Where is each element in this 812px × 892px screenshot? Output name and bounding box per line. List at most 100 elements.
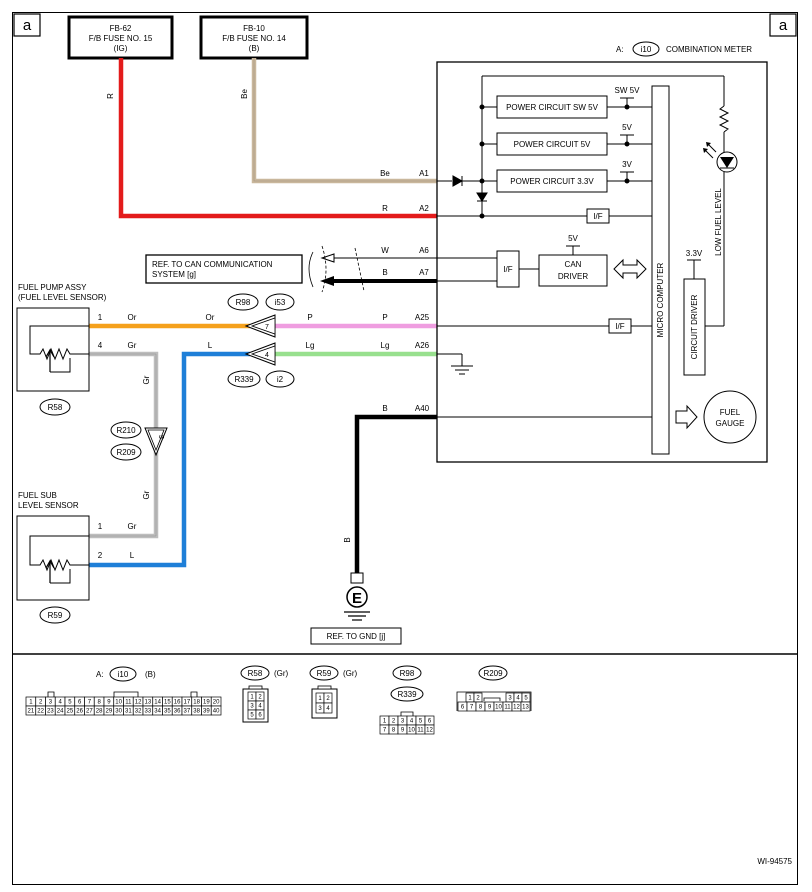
svg-text:FB-62: FB-62 [110, 24, 132, 33]
can-ref-box: REF. TO CAN COMMUNICATION SYSTEM [g] [145, 254, 303, 284]
svg-text:L: L [208, 341, 213, 350]
pin-cell [520, 701, 531, 712]
pin-number: 4 [58, 700, 62, 706]
power-circuit-sw5v: POWER CIRCUIT SW 5V SW 5V [496, 86, 641, 119]
pin-number: 10 [408, 728, 415, 734]
pin-number: 10 [495, 705, 502, 711]
svg-text:Gr: Gr [142, 490, 151, 499]
joint-connector-5: 5 [144, 427, 168, 457]
connector-r339: R339 [227, 370, 261, 388]
pin-number: 4 [326, 706, 330, 712]
svg-text:REF. TO GND [j]: REF. TO GND [j] [327, 632, 386, 641]
svg-text:POWER CIRCUIT 5V: POWER CIRCUIT 5V [514, 140, 591, 149]
pin-number: 3 [401, 719, 405, 725]
svg-text:3.3V: 3.3V [686, 249, 703, 258]
svg-text:B: B [343, 537, 352, 542]
pin-number: 5 [419, 719, 423, 725]
svg-text:DRIVER: DRIVER [558, 272, 588, 281]
svg-text:R210: R210 [116, 426, 136, 435]
pin-number: 1 [383, 719, 387, 725]
svg-text:i53: i53 [275, 298, 286, 307]
svg-text:(FUEL LEVEL SENSOR): (FUEL LEVEL SENSOR) [18, 293, 107, 302]
pin-number: 31 [125, 709, 132, 715]
pin-number: 2 [39, 700, 43, 706]
pin-number: 9 [107, 700, 111, 706]
pin-number: 34 [154, 709, 161, 715]
pin-number: 19 [203, 700, 210, 706]
pin-number: 1 [29, 700, 33, 706]
pin-number: 6 [461, 705, 465, 711]
pin-number: 7 [470, 705, 474, 711]
svg-text:FUEL PUMP ASSY: FUEL PUMP ASSY [18, 283, 87, 292]
can-w-arrow [320, 253, 335, 263]
pin-number: 1 [250, 695, 254, 701]
connector-r210: R210 [110, 421, 142, 439]
joint-connector-7: 7 [244, 314, 276, 338]
wire-black-ground [354, 414, 437, 575]
svg-text:Gr: Gr [128, 341, 137, 350]
pin-number: 37 [184, 709, 191, 715]
svg-text:R209: R209 [116, 448, 136, 457]
pin-number: 33 [145, 709, 152, 715]
svg-text:1: 1 [98, 522, 103, 531]
svg-text:CAN: CAN [565, 260, 582, 269]
interface-can: I/F [496, 250, 520, 288]
power-circuit-3-3v: POWER CIRCUIT 3.3V 3V [496, 160, 633, 193]
connector-r59: R59 [39, 606, 71, 624]
pin-number: 9 [401, 728, 405, 734]
pin-number: 1 [318, 696, 322, 702]
svg-text:F/B FUSE NO. 14: F/B FUSE NO. 14 [222, 34, 286, 43]
pin-number: 7 [383, 728, 387, 734]
wire-red [118, 58, 437, 219]
can-driver: CAN DRIVER 5V [538, 234, 608, 287]
pin-number: 21 [28, 709, 35, 715]
pin-number: 6 [258, 713, 262, 719]
pin-number: 5 [524, 696, 528, 702]
svg-text:5V: 5V [622, 123, 632, 132]
fuse-fb10: FB-10 F/B FUSE NO. 14 (B) [199, 15, 309, 60]
pin-number: 36 [174, 709, 181, 715]
meter-label: A: i10 COMBINATION METER [616, 41, 752, 57]
circuit-driver: CIRCUIT DRIVER 3.3V [683, 249, 706, 376]
svg-text:POWER CIRCUIT SW 5V: POWER CIRCUIT SW 5V [506, 103, 599, 112]
pin-number: 1 [468, 696, 472, 702]
svg-text:Lg: Lg [381, 341, 390, 350]
pin-number: 2 [326, 696, 330, 702]
svg-text:E: E [352, 590, 362, 607]
svg-text:R339: R339 [234, 375, 254, 384]
ground-point: E [344, 572, 370, 621]
svg-text:GAUGE: GAUGE [716, 419, 745, 428]
svg-text:R209: R209 [483, 669, 503, 678]
svg-text:A26: A26 [415, 341, 430, 350]
pin-number: 30 [115, 709, 122, 715]
svg-text:SW 5V: SW 5V [615, 86, 641, 95]
pin-number: 6 [78, 700, 82, 706]
wire-label-be: Be [380, 169, 390, 178]
svg-text:1: 1 [98, 313, 103, 322]
pin-number: 3 [250, 704, 254, 710]
pin-number: 2 [392, 719, 396, 725]
fuel-level-sensor-resistor [29, 325, 89, 361]
fuse-fb62: FB-62 F/B FUSE NO. 15 (IG) [67, 15, 174, 60]
pin-number: 3 [318, 706, 322, 712]
pin-number: 26 [76, 709, 83, 715]
svg-text:7: 7 [265, 324, 269, 331]
svg-text:5: 5 [157, 435, 164, 439]
svg-text:(IG): (IG) [114, 44, 128, 53]
svg-text:FUEL SUB: FUEL SUB [18, 491, 57, 500]
svg-text:Or: Or [206, 313, 215, 322]
pin-cell [210, 705, 222, 716]
svg-text:F/B FUSE NO. 15: F/B FUSE NO. 15 [89, 34, 153, 43]
svg-text:a: a [779, 17, 788, 34]
connector-r58: R58 [39, 398, 71, 416]
pin-number: 2 [258, 695, 262, 701]
pin-number: 3 [49, 700, 53, 706]
can-double-arrow [613, 258, 647, 280]
svg-text:B: B [382, 268, 387, 277]
svg-text:MICRO COMPUTER: MICRO COMPUTER [656, 262, 665, 337]
svg-text:(Gr): (Gr) [274, 669, 289, 678]
page-border [12, 12, 798, 885]
low-fuel-led [703, 142, 738, 173]
